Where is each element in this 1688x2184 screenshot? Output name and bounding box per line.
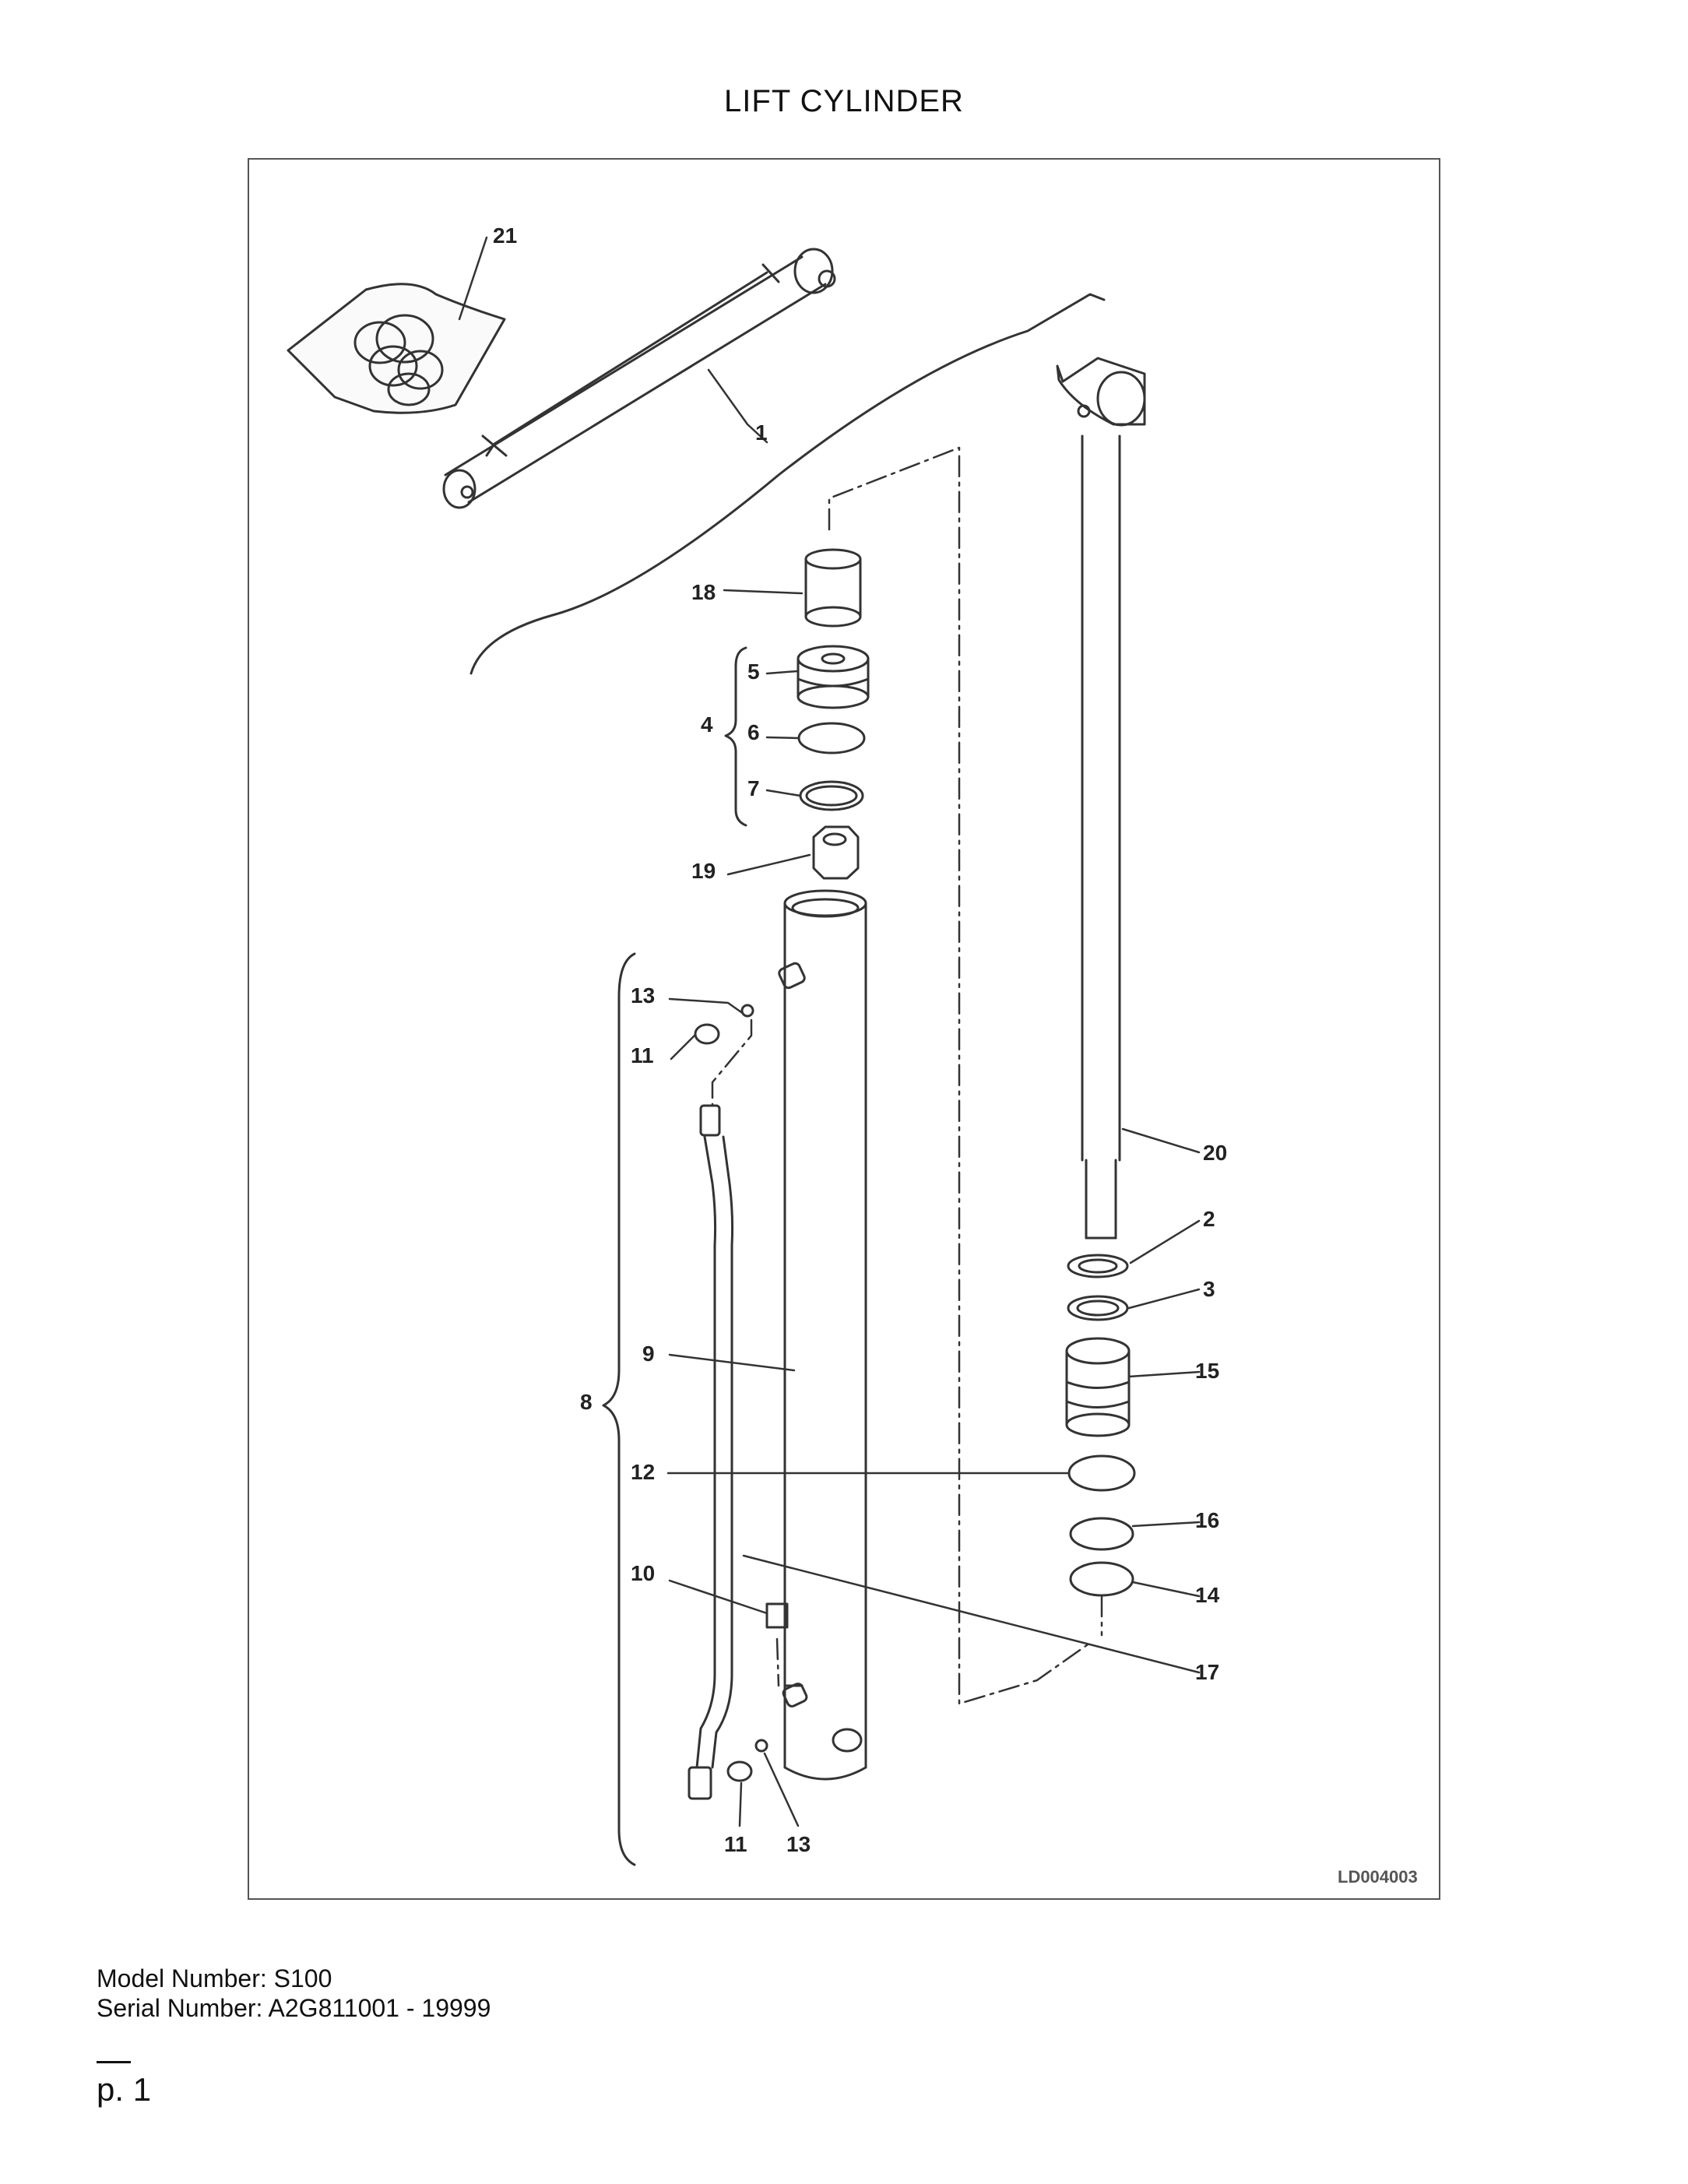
callout-17: 17	[1195, 1660, 1219, 1684]
callout-13-bottom: 13	[786, 1832, 811, 1856]
wear-ring-18	[804, 548, 862, 628]
callout-7: 7	[747, 776, 760, 800]
callout-10: 10	[631, 1561, 655, 1585]
callout-16: 16	[1195, 1508, 1219, 1532]
assembled-cylinder	[442, 248, 836, 509]
callout-2: 2	[1203, 1207, 1215, 1231]
backup-16	[1069, 1517, 1134, 1551]
hydraulic-line	[688, 1104, 789, 1800]
callout-9: 9	[642, 1342, 655, 1366]
callout-20: 20	[1203, 1141, 1227, 1165]
model-info: Model Number: S100 Serial Number: A2G811…	[97, 1964, 491, 2023]
brace-8	[602, 952, 636, 1866]
o-ring-13-bottom	[754, 1739, 768, 1753]
callout-1: 1	[755, 420, 768, 445]
callout-5: 5	[747, 659, 760, 684]
callout-4: 4	[701, 712, 713, 737]
callout-14: 14	[1195, 1583, 1220, 1607]
page-divider	[97, 2061, 131, 2063]
callout-3: 3	[1203, 1277, 1215, 1301]
callout-11-top: 11	[631, 1043, 654, 1067]
callout-6: 6	[747, 720, 760, 744]
callout-21: 21	[493, 223, 517, 248]
callout-11-bottom: 11	[724, 1832, 747, 1856]
o-ring-6	[797, 722, 866, 754]
assembly-curve	[469, 293, 1106, 675]
callout-18: 18	[691, 580, 716, 604]
page-title: LIFT CYLINDER	[724, 84, 964, 118]
diagram-code: LD004003	[1338, 1867, 1418, 1887]
wiper-2	[1067, 1254, 1129, 1278]
plug-11-bottom	[726, 1760, 753, 1782]
callout-8: 8	[580, 1390, 593, 1414]
page-number: p. 1	[97, 2071, 152, 2108]
serial-number: Serial Number: A2G811001 - 19999	[97, 1994, 491, 2022]
callout-12: 12	[631, 1460, 655, 1484]
o-ring-14	[1069, 1561, 1134, 1597]
brace-4	[724, 646, 747, 827]
seal-3	[1067, 1295, 1129, 1321]
piston-5	[797, 645, 870, 709]
callout-15: 15	[1195, 1359, 1219, 1383]
seal-kit-bag	[287, 283, 506, 414]
o-ring-12	[1067, 1454, 1136, 1492]
callout-13-top: 13	[631, 983, 655, 1008]
callout-19: 19	[691, 859, 716, 883]
plug-11-top	[694, 1023, 720, 1045]
rod-20	[1056, 357, 1146, 1240]
nut-19	[812, 825, 860, 880]
gland-15	[1065, 1337, 1131, 1437]
barrel	[778, 889, 867, 1781]
diagram-frame	[248, 158, 1440, 1900]
model-number: Model Number: S100	[97, 1964, 332, 1992]
o-ring-13-top	[740, 1004, 754, 1018]
